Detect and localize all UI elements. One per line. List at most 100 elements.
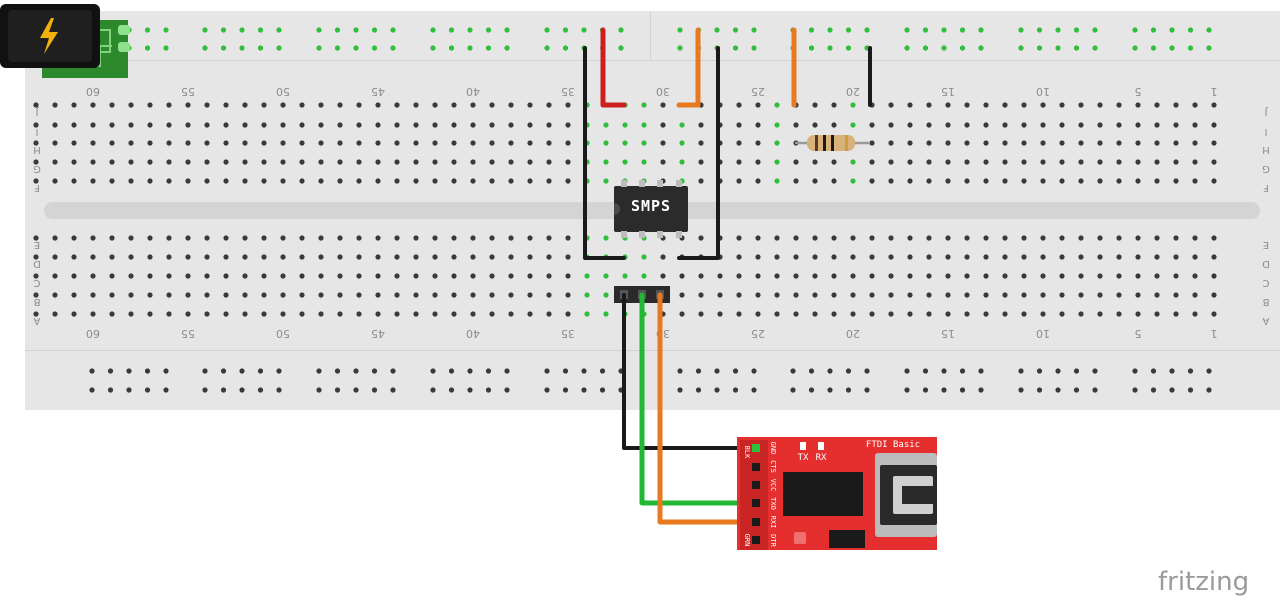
breadboard-hole [394,292,400,298]
breadboard-hole [394,178,400,184]
rail-hole [467,45,473,51]
breadboard-hole [280,254,286,260]
breadboard-hole [375,292,381,298]
rail-hole [1132,368,1138,374]
row-label: A [33,315,40,326]
breadboard-hole [1116,235,1122,241]
breadboard-hole [1116,292,1122,298]
breadboard-hole [812,235,818,241]
breadboard-hole [755,273,761,279]
breadboard-hole [52,311,58,317]
breadboard-hole [33,178,39,184]
led-tx-label: TX [798,453,809,463]
chip-pin [639,231,645,238]
breadboard-hole [242,159,248,165]
breadboard-hole [1211,102,1217,108]
resistor-band [815,135,818,151]
breadboard-hole [223,273,229,279]
breadboard-hole [451,178,457,184]
breadboard-hole [128,235,134,241]
rail-hole [257,368,264,374]
rail-hole [390,45,396,51]
rail-hole [390,387,396,393]
breadboard-hole [1192,292,1198,298]
breadboard-hole [299,311,305,317]
breadboard-hole [546,140,552,146]
breadboard-hole [1135,311,1141,317]
breadboard-hole [451,140,457,146]
breadboard-hole [622,273,628,279]
row-label: B [1262,296,1269,307]
rail-hole [126,387,132,393]
breadboard-hole [489,159,495,165]
breadboard-hole [223,178,229,184]
breadboard-hole [1040,102,1046,108]
breadboard-hole [660,122,666,128]
breadboard-hole [1097,102,1103,108]
rail-hole [599,387,606,393]
rail-hole [316,45,322,51]
rail-hole [751,368,757,374]
breadboard-hole [1135,159,1141,165]
breadboard-hole [52,140,58,146]
rail-hole [1036,45,1043,51]
breadboard-hole [546,292,552,298]
breadboard-hole [774,311,780,317]
breadboard-hole [1211,140,1217,146]
breadboard-hole [527,178,533,184]
rail-hole [922,27,929,33]
breadboard-hole [508,292,514,298]
rail-hole [714,387,720,393]
breadboard-hole [717,311,723,317]
column-label: 45 [371,327,385,340]
rail-hole [126,368,132,374]
ftdi-pin-strip [740,440,768,550]
breadboard-hole [1021,178,1027,184]
breadboard-hole [1154,178,1160,184]
breadboard-hole [242,292,248,298]
breadboard-hole [945,122,951,128]
breadboard-hole [907,235,913,241]
breadboard-hole [1211,178,1217,184]
rail-hole [485,368,492,374]
breadboard-hole [394,102,400,108]
breadboard-hole [831,122,837,128]
power-jack [0,4,130,78]
breadboard-hole [1002,122,1008,128]
breadboard-hole [907,178,913,184]
breadboard-hole [413,122,419,128]
row-label: D [1262,258,1270,269]
jack-pin [118,42,130,52]
rail-hole [827,45,833,51]
breadboard-hole [470,292,476,298]
breadboard-hole [166,159,172,165]
rail-hole [107,387,114,393]
breadboard-hole [109,159,115,165]
breadboard-hole [698,122,704,128]
breadboard-hole [565,140,571,146]
wire-black [677,46,720,260]
ftdi-pin-label: RXI [769,516,777,529]
breadboard-hole [869,178,875,184]
rail-hole [485,27,492,33]
breadboard-hole [52,254,58,260]
rail-hole [1018,27,1024,33]
rail-hole [1018,387,1024,393]
rail-hole [1169,368,1175,374]
breadboard-hole [1192,140,1198,146]
chip-pin [676,180,682,187]
breadboard-hole [850,311,856,317]
breadboard-hole [223,292,229,298]
rail-hole [89,387,95,393]
breadboard-hole [603,311,609,317]
breadboard-hole [337,292,343,298]
breadboard-hole [926,102,932,108]
breadboard-hole [318,292,324,298]
breadboard-hole [679,311,685,317]
breadboard-hole [204,122,210,128]
rail-divider-top [25,60,1280,61]
rail-hole [1073,368,1080,374]
breadboard-hole [926,159,932,165]
breadboard-hole [318,311,324,317]
